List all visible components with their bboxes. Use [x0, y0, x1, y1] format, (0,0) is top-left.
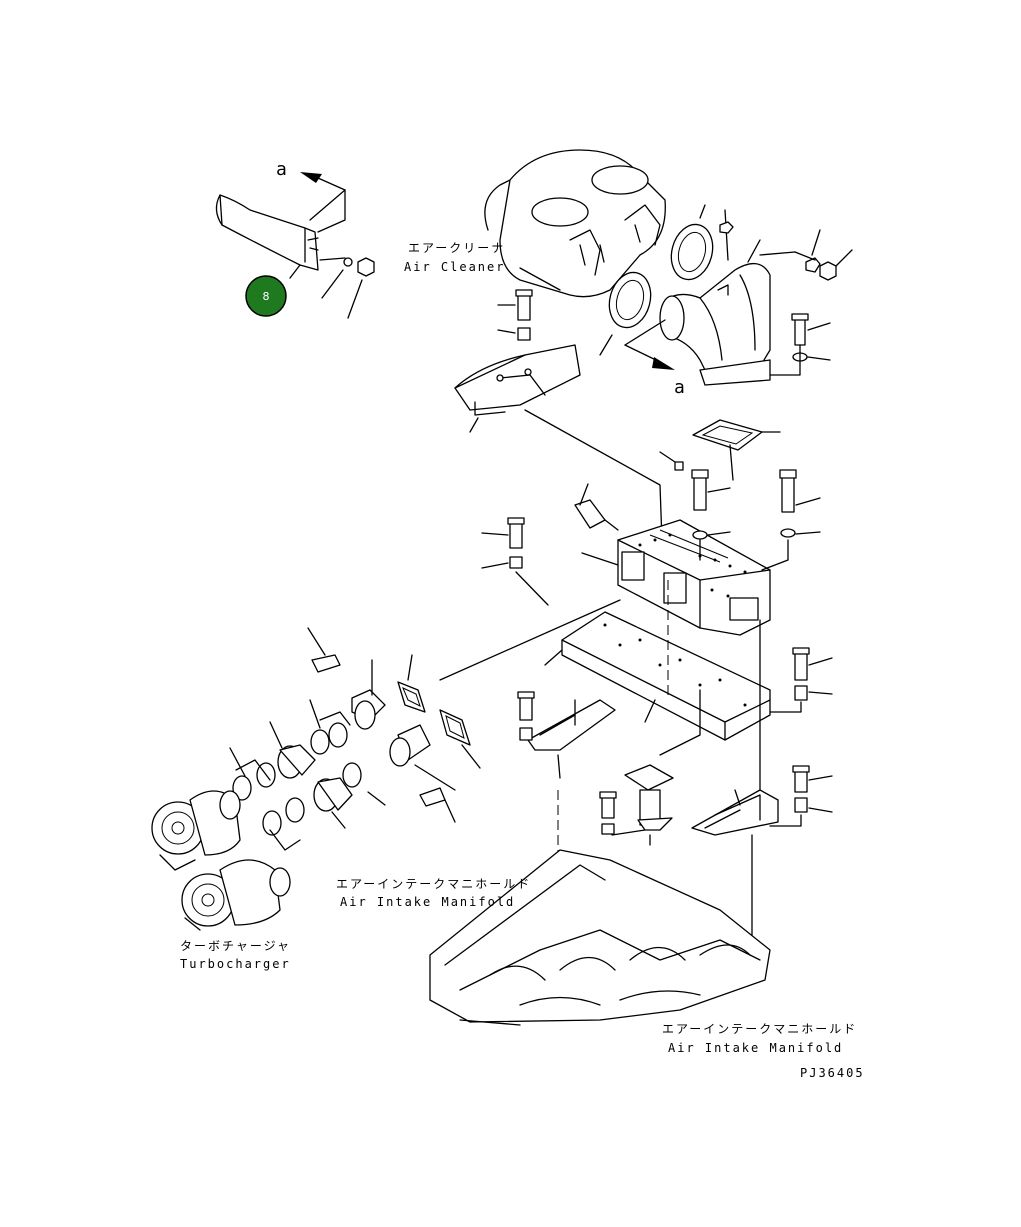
air-cleaner	[484, 149, 666, 298]
air-intake-manifold-lower	[429, 849, 771, 1026]
svg-text:a: a	[674, 377, 685, 398]
view-arrow-a-middle: a	[624, 319, 685, 398]
elbow-duct	[659, 209, 771, 386]
support-plate	[439, 599, 771, 741]
turbochargers	[151, 790, 291, 931]
svg-text:ターボチャージャ: ターボチャージャ	[180, 939, 291, 953]
svg-text:エアーインテークマニホールド: エアーインテークマニホールド	[336, 877, 531, 891]
manifold-label-lower: エアーインテークマニホールド Air Intake Manifold	[662, 1022, 857, 1055]
svg-text:Air Intake Manifold: Air Intake Manifold	[668, 1041, 843, 1055]
drawing-number: PJ36405	[800, 1066, 865, 1080]
right-bolts-middle	[769, 647, 833, 827]
connection-gaskets	[351, 654, 481, 791]
manifold-side-bolt	[481, 517, 549, 606]
svg-text:Air Intake Manifold: Air Intake Manifold	[340, 895, 515, 909]
manifold-top-bolts	[659, 451, 821, 571]
svg-text:Turbocharger: Turbocharger	[180, 957, 291, 971]
svg-text:エアークリーナ: エアークリーナ	[408, 241, 505, 255]
air-cleaner-label: エアークリーナ Air Cleaner	[404, 241, 505, 274]
svg-text:Air Cleaner: Air Cleaner	[404, 260, 505, 274]
top-right-hardware	[719, 221, 853, 376]
lower-support-right	[691, 619, 779, 941]
gasket-pair	[599, 204, 714, 356]
intake-manifold-block	[574, 483, 771, 636]
intake-bracket	[454, 344, 664, 571]
manifold-label-upper: エアーインテークマニホールド Air Intake Manifold	[336, 877, 531, 909]
lower-support-left	[599, 689, 701, 846]
cover-part	[215, 189, 375, 319]
bracket-bolt	[497, 289, 533, 341]
callout-badge-8[interactable]: 8	[245, 275, 287, 317]
hoses-and-clamps	[229, 627, 456, 851]
svg-text:a: a	[276, 159, 287, 180]
small-bracket	[517, 691, 616, 779]
turbocharger-label: ターボチャージャ Turbocharger	[180, 939, 291, 971]
elbow-gasket	[692, 419, 781, 481]
svg-text:エアーインテークマニホールド: エアーインテークマニホールド	[662, 1022, 857, 1036]
svg-text:8: 8	[263, 290, 270, 303]
view-arrow-a-top: a	[276, 159, 346, 191]
